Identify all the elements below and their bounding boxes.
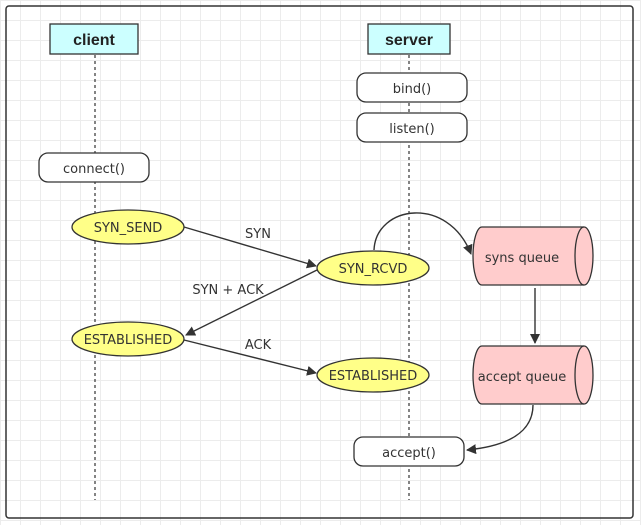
syn-rcvd-label: SYN_RCVD <box>339 262 408 277</box>
client-header: client <box>49 23 139 55</box>
syn-rcvd-state: SYN_RCVD <box>316 250 430 286</box>
listen-call: listen() <box>356 112 468 143</box>
server-established-state: ESTABLISHED <box>316 357 430 393</box>
syns-queue-label: syns queue <box>485 251 559 266</box>
listen-call-label: listen() <box>389 122 434 137</box>
accept-queue-to-accept-arrow <box>466 404 534 455</box>
accept-queue: accept queue <box>472 345 594 405</box>
syns-queue: syns queue <box>472 226 594 286</box>
bind-call-label: bind() <box>393 82 432 97</box>
syn-ack-arrow <box>185 269 318 336</box>
syn-ack-label: SYN + ACK <box>192 283 264 298</box>
accept-call: accept() <box>353 436 465 467</box>
syn-send-state: SYN_SEND <box>71 209 185 245</box>
accept-queue-label: accept queue <box>478 370 566 385</box>
client-established-label: ESTABLISHED <box>84 333 173 348</box>
ack-arrow <box>183 339 317 376</box>
connect-call-label: connect() <box>63 162 125 177</box>
bind-call: bind() <box>356 72 468 103</box>
diagram-frame <box>5 5 634 519</box>
client-established-state: ESTABLISHED <box>71 321 185 357</box>
client-header-label: client <box>73 32 115 49</box>
accept-call-label: accept() <box>382 446 436 461</box>
rcvd-to-syns-queue-arrow <box>373 212 473 255</box>
syn-label: SYN <box>245 227 271 242</box>
ack-label: ACK <box>245 338 272 353</box>
server-header: server <box>367 23 451 55</box>
server-established-label: ESTABLISHED <box>329 369 418 384</box>
syn-send-label: SYN_SEND <box>94 221 163 236</box>
server-header-label: server <box>385 32 433 49</box>
syn-arrow <box>183 226 317 269</box>
connect-call: connect() <box>38 152 150 183</box>
